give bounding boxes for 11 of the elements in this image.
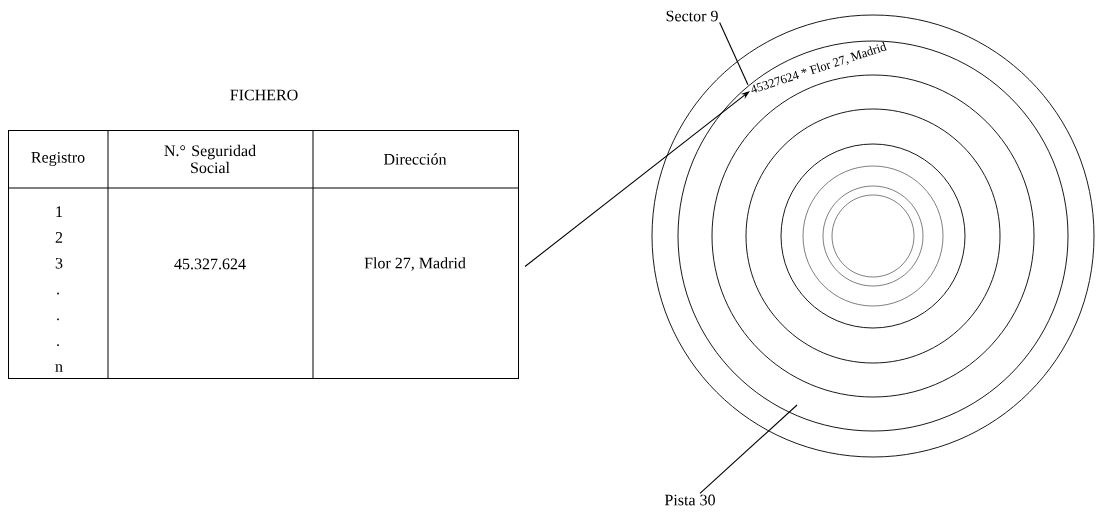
- sector-label: Sector 9: [666, 10, 718, 22]
- header-cell: Dirección: [383, 153, 447, 165]
- track-label: Pista 30: [664, 494, 715, 506]
- record-numbers: 1 2 3 . . . n: [55, 206, 63, 372]
- leader-line: [699, 404, 798, 494]
- table-cell: Flor 27, Madrid: [364, 257, 466, 271]
- header-cell: Registro: [31, 152, 85, 167]
- table-title: FICHERO: [230, 89, 298, 101]
- header-cell: N.° Seguridad Social: [164, 144, 256, 174]
- table-cell: 45.327.624: [174, 258, 246, 270]
- leader-line: [719, 22, 749, 86]
